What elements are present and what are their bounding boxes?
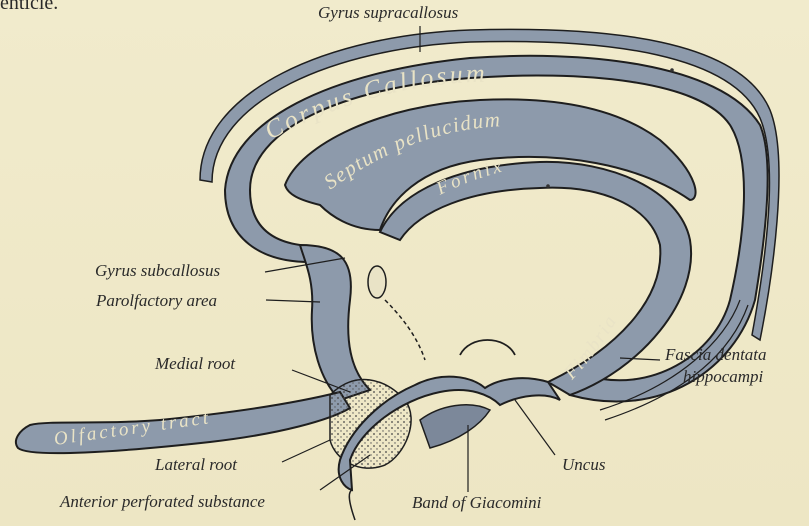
dashed-boundary <box>385 300 425 360</box>
leader-lateral-root <box>282 440 330 462</box>
band-of-giacomini-shape <box>420 405 490 448</box>
label-band-of-giacomini: Band of Giacomini <box>412 494 541 513</box>
label-fascia-dentata-1: Fascia dentata <box>665 346 767 365</box>
label-parolfactory-area: Parolfactory area <box>96 292 217 311</box>
small-oval-structure <box>368 266 386 298</box>
label-gyrus-subcallosus: Gyrus subcallosus <box>95 262 220 281</box>
lower-bulge-line <box>349 490 355 520</box>
label-anterior-perforated-substance: Anterior perforated substance <box>60 493 265 512</box>
anterior-commissure-loop <box>460 340 515 355</box>
fornix-fimbria-shape <box>380 162 691 395</box>
label-fascia-dentata-2: hippocampi <box>683 368 763 387</box>
label-medial-root: Medial root <box>155 355 235 374</box>
stray-dot <box>670 68 674 72</box>
leader-uncus <box>515 400 555 455</box>
stray-dot <box>546 184 550 188</box>
label-lateral-root: Lateral root <box>155 456 237 475</box>
label-gyrus-supracallosus: Gyrus supracallosus <box>318 4 458 23</box>
label-uncus: Uncus <box>562 456 605 475</box>
